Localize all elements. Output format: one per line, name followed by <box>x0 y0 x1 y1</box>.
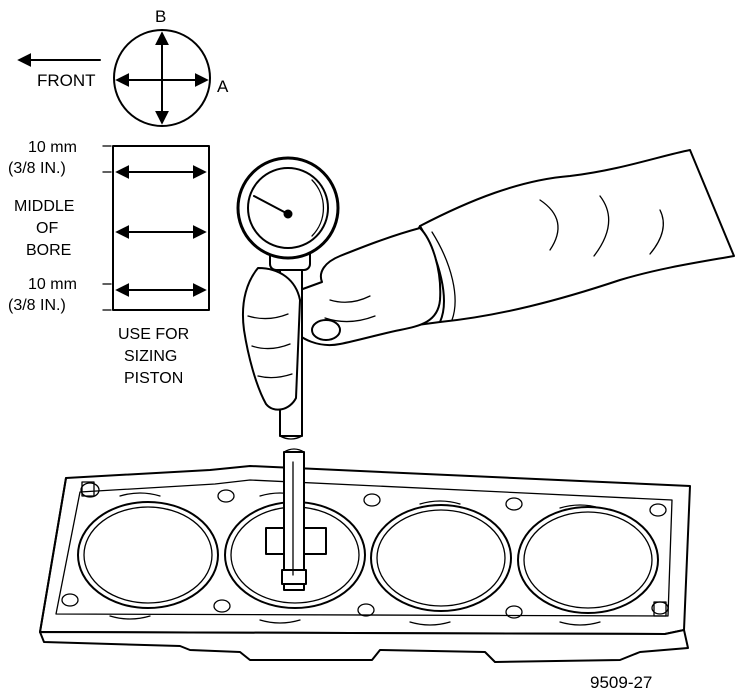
bore-4 <box>517 506 659 614</box>
thumbnail <box>311 319 341 341</box>
finger-fold-2 <box>324 315 376 323</box>
dial-center <box>283 209 293 219</box>
use-for-label: USE FOR <box>118 326 189 343</box>
gasket-border <box>55 479 673 617</box>
bottom-mm-label: 10 mm <box>28 276 77 293</box>
front-label: FRONT <box>37 71 96 90</box>
block-front-face <box>39 629 689 663</box>
bore-3 <box>370 504 512 612</box>
stem-break-top <box>279 435 303 440</box>
dial-needle <box>253 195 289 215</box>
sleeve-cuff-inner <box>431 231 456 321</box>
dial-shade <box>311 179 325 237</box>
block-passages <box>61 481 669 626</box>
middle-label-2: OF <box>36 220 58 237</box>
dial-bore-gauge <box>236 149 735 591</box>
bottom-in-label: (3/8 IN.) <box>8 297 66 314</box>
sleeve-fold-1 <box>539 199 559 251</box>
sleeve-fold-3 <box>649 209 664 255</box>
bore-side-view: 10 mm (3/8 IN.) MIDDLE OF BORE 10 mm (3/… <box>8 139 210 387</box>
piston-label: PISTON <box>124 370 183 387</box>
orientation-indicator: FRONT B A <box>17 7 229 127</box>
dial-face <box>247 167 329 249</box>
bore-3-inner <box>376 509 506 607</box>
axis-a-label: A <box>217 77 229 96</box>
sleeve-fold-2 <box>593 195 610 257</box>
fingers <box>242 267 301 411</box>
dial-bezel <box>236 156 340 260</box>
top-mm-label: 10 mm <box>28 139 77 156</box>
finger-fold-1 <box>329 295 371 303</box>
middle-label-3: BORE <box>26 242 71 259</box>
hand <box>283 227 442 346</box>
finger-joint-3 <box>257 373 293 379</box>
figure-id: 9509-27 <box>590 673 652 692</box>
top-in-label: (3/8 IN.) <box>8 160 66 177</box>
finger-joint-2 <box>251 343 291 350</box>
axis-b-label: B <box>155 7 166 26</box>
block-left-edge <box>39 477 67 633</box>
cylinder-block <box>39 465 691 663</box>
bore-top-view-circle <box>113 29 211 127</box>
middle-label-1: MIDDLE <box>14 198 74 215</box>
stem-break-bottom <box>283 448 305 453</box>
sizing-label: SIZING <box>124 348 177 365</box>
gauge-stem-lower <box>283 451 305 591</box>
gauge-probe-tip <box>281 569 307 585</box>
bore-4-inner <box>523 511 653 609</box>
bore-rectangle <box>112 145 210 311</box>
finger-joint-1 <box>247 313 289 320</box>
bore-1 <box>77 501 219 609</box>
bore-1-inner <box>83 506 213 604</box>
